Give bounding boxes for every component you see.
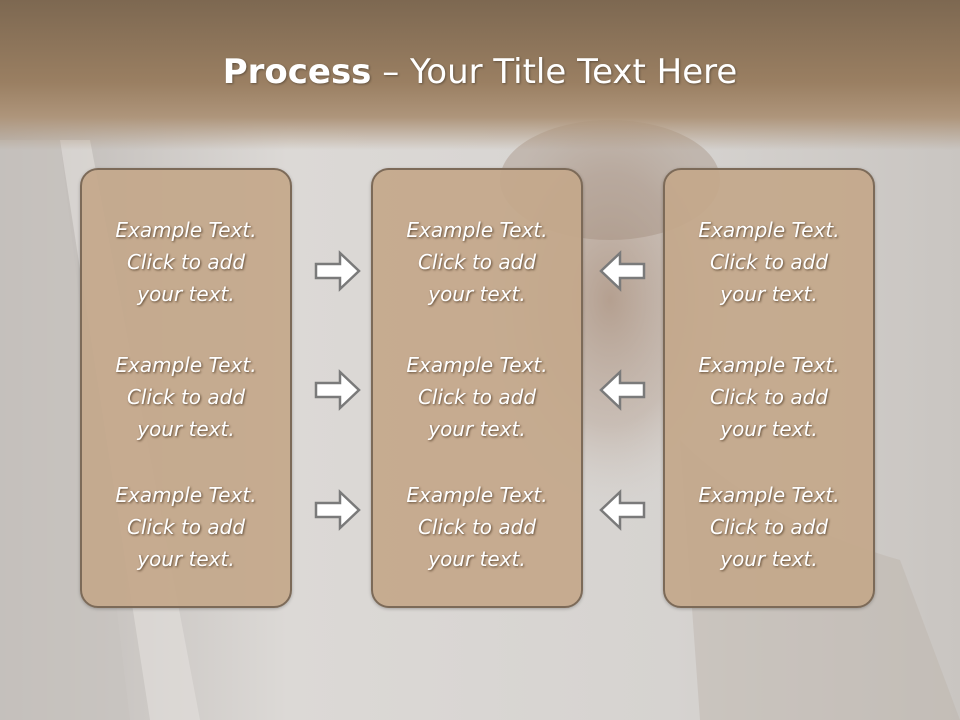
text-line: your text.	[428, 417, 526, 441]
title-bold: Process	[222, 52, 372, 92]
text-line: your text.	[428, 547, 526, 571]
text-line: Click to add	[417, 385, 537, 409]
panel-text-block[interactable]: Example Text. Click to add your text.	[373, 479, 581, 575]
text-line: Example Text.	[115, 218, 257, 242]
arrow-right-icon	[314, 489, 361, 531]
slide-title[interactable]: Process – Your Title Text Here	[0, 52, 960, 92]
panel-text-block[interactable]: Example Text. Click to add your text.	[665, 479, 873, 575]
text-line: Click to add	[709, 515, 829, 539]
text-line: your text.	[720, 547, 818, 571]
panel-text-block[interactable]: Example Text. Click to add your text.	[373, 214, 581, 310]
text-line: Click to add	[709, 250, 829, 274]
text-line: your text.	[720, 282, 818, 306]
text-line: Click to add	[126, 250, 246, 274]
text-line: Example Text.	[115, 483, 257, 507]
panel-text-block[interactable]: Example Text. Click to add your text.	[82, 349, 290, 445]
panel-text-block[interactable]: Example Text. Click to add your text.	[82, 479, 290, 575]
arrow-left-icon	[599, 489, 646, 531]
arrow-left-icon	[599, 369, 646, 411]
text-line: your text.	[428, 282, 526, 306]
text-line: your text.	[137, 282, 235, 306]
text-line: Click to add	[417, 250, 537, 274]
text-line: Click to add	[709, 385, 829, 409]
panel-text-block[interactable]: Example Text. Click to add your text.	[665, 214, 873, 310]
text-line: your text.	[137, 547, 235, 571]
arrow-left-icon	[599, 250, 646, 292]
panel-text-block[interactable]: Example Text. Click to add your text.	[373, 349, 581, 445]
text-line: Example Text.	[406, 218, 548, 242]
arrow-right-icon	[314, 250, 361, 292]
text-line: your text.	[137, 417, 235, 441]
text-line: Click to add	[417, 515, 537, 539]
text-line: Click to add	[126, 515, 246, 539]
title-band	[0, 0, 960, 150]
text-line: Example Text.	[406, 483, 548, 507]
title-rest: – Your Title Text Here	[371, 52, 738, 92]
process-panel-center[interactable]: Example Text. Click to add your text. Ex…	[371, 168, 583, 608]
arrow-right-icon	[314, 369, 361, 411]
text-line: your text.	[720, 417, 818, 441]
text-line: Example Text.	[698, 483, 840, 507]
process-panel-right[interactable]: Example Text. Click to add your text. Ex…	[663, 168, 875, 608]
panel-text-block[interactable]: Example Text. Click to add your text.	[82, 214, 290, 310]
text-line: Example Text.	[406, 353, 548, 377]
panel-text-block[interactable]: Example Text. Click to add your text.	[665, 349, 873, 445]
process-panel-left[interactable]: Example Text. Click to add your text. Ex…	[80, 168, 292, 608]
text-line: Example Text.	[698, 218, 840, 242]
text-line: Click to add	[126, 385, 246, 409]
text-line: Example Text.	[698, 353, 840, 377]
text-line: Example Text.	[115, 353, 257, 377]
